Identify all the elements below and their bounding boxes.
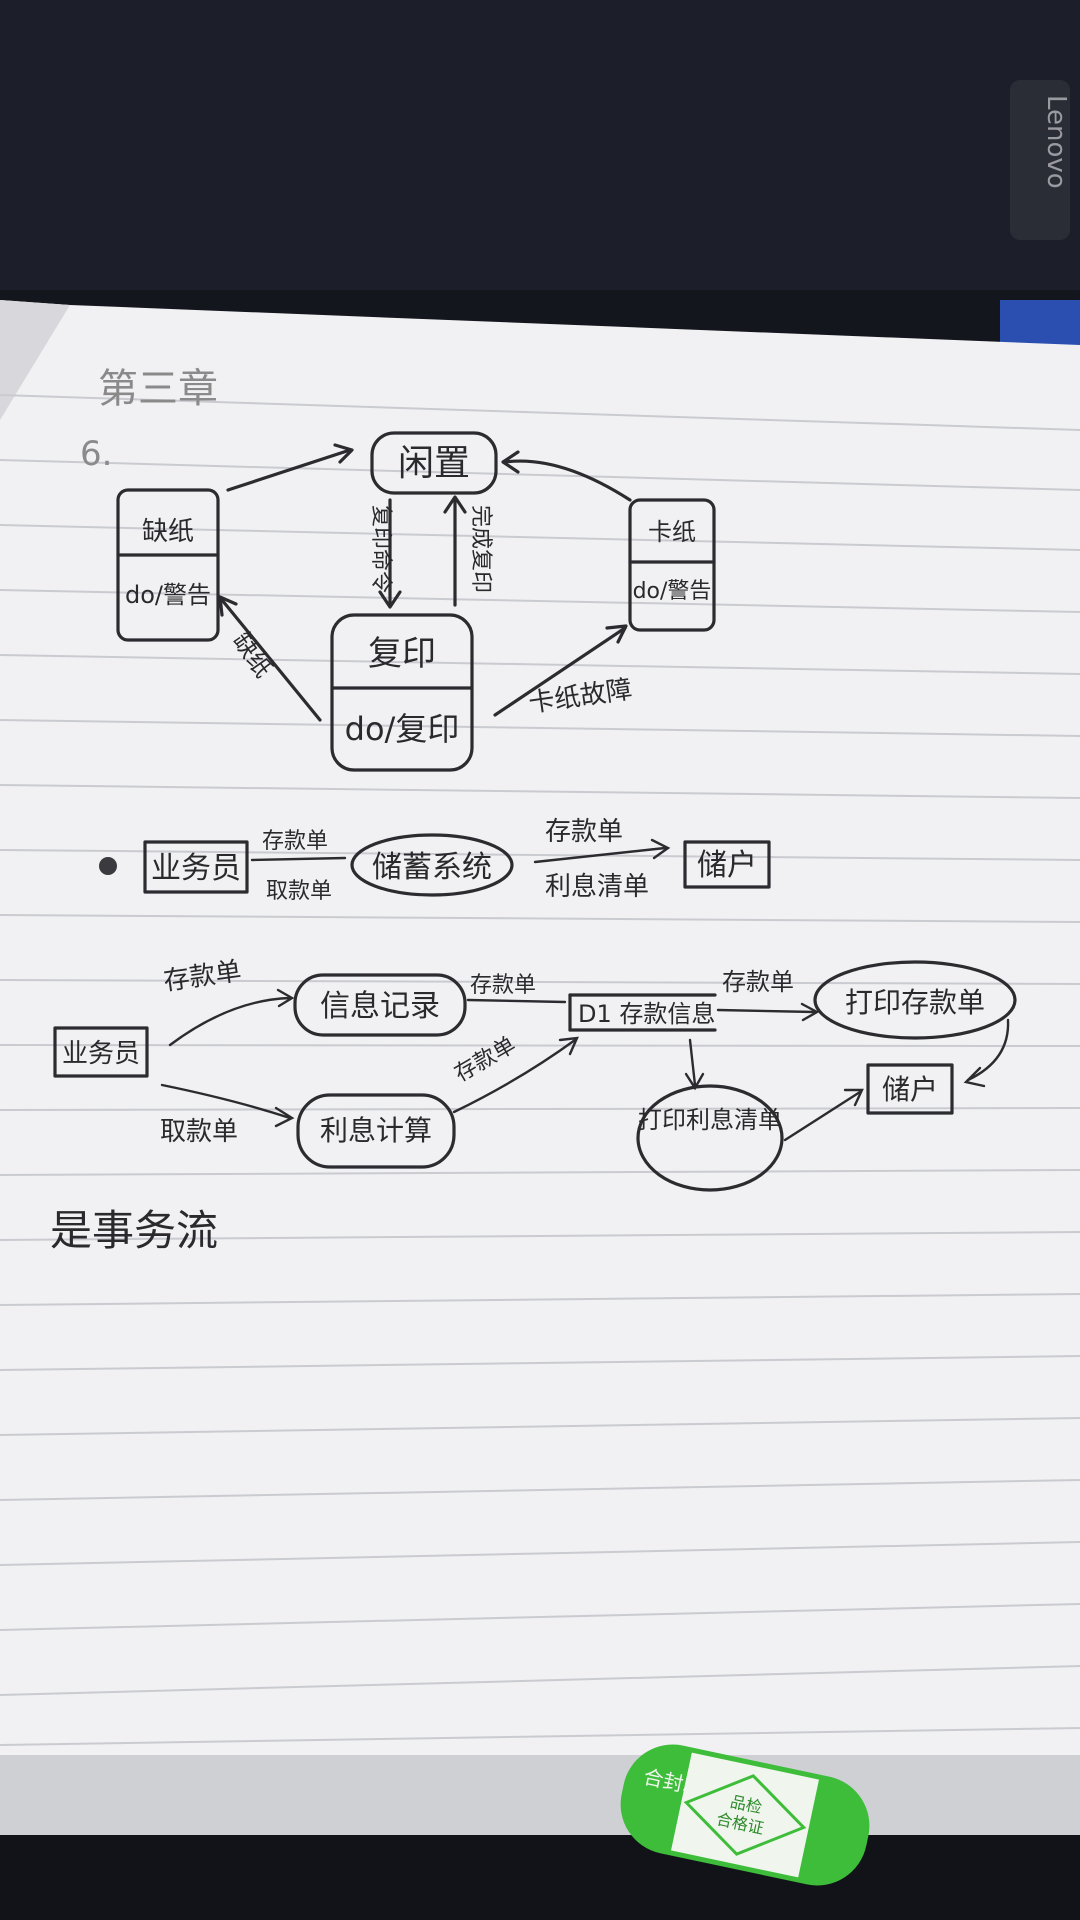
context-clerk-box: [143, 840, 249, 894]
context-depositor-label: 储户: [697, 848, 757, 883]
flow-diagram: 业务员 信息记录 利息计算 D1 存款信息 打印存款单 打印利息清单 储户 存款…: [53, 956, 1017, 1192]
page-bottom-edge: [0, 1755, 1080, 1835]
context-input-deposit: 存款单: [262, 829, 328, 854]
arrow-system-depositor: [533, 846, 667, 864]
state-paper-jam: [628, 498, 716, 632]
state-copying: [330, 613, 474, 772]
ruled-lines: [0, 394, 1080, 1746]
flow-print-deposit-process: [813, 960, 1017, 1040]
arrow-copying-outofpaper: [220, 598, 322, 722]
flow-interest-calc-label: 利息计算: [320, 1114, 432, 1147]
flow-record-process: [293, 973, 467, 1037]
page-curl: [0, 300, 70, 420]
flow-depositor-box: [866, 1063, 954, 1115]
context-input-withdraw: 取款单: [266, 879, 332, 904]
footer-note: 是事务流: [50, 1206, 218, 1255]
flow-print-interest-process: [636, 1084, 784, 1192]
context-system-ellipse: [350, 833, 514, 897]
context-output-interest: 利息清单: [545, 872, 649, 902]
flow-clerk-box: [53, 1026, 149, 1078]
bullet-mark: [99, 857, 117, 875]
flow-label-store-print: 存款单: [722, 968, 794, 996]
context-system-label: 储蓄系统: [372, 850, 492, 885]
flow-record-store: [466, 998, 567, 1004]
transition-copy-command: 复印命令: [368, 505, 393, 593]
flow-store-label: D1 存款信息: [578, 1000, 715, 1028]
notebook-cover: [0, 0, 1080, 290]
flow-print-deposit-depositor: [966, 1018, 1010, 1082]
state-copying-name: 复印: [368, 634, 436, 674]
arrow-copying-jam: [493, 626, 627, 717]
state-paper-jam-action: do/警告: [633, 579, 712, 604]
flow-clerk-calc: [160, 1083, 292, 1120]
state-paper-jam-name: 卡纸: [648, 518, 696, 546]
arrow-jam-idle: [503, 459, 632, 502]
state-out-of-paper-action: do/警告: [125, 581, 211, 609]
flow-calc-store: [452, 1038, 577, 1114]
paper-page: [0, 300, 1080, 1760]
context-output-deposit: 存款单: [545, 817, 623, 847]
state-out-of-paper-name: 缺纸: [142, 517, 194, 547]
flow-depositor-label: 储户: [882, 1073, 938, 1106]
context-clerk-label: 业务员: [151, 851, 241, 886]
state-copying-action: do/复印: [345, 710, 460, 748]
flow-store-print-interest: [688, 1038, 697, 1087]
state-idle: [370, 431, 498, 495]
flow-print-interest-depositor: [783, 1090, 862, 1142]
state-out-of-paper: [116, 488, 220, 642]
desk-bottom: [0, 1835, 1080, 1920]
flow-store-print-deposit: [716, 1008, 817, 1014]
state-diagram: 闲置 缺纸 do/警告 卡纸 do/警告 复印 do/复印 复印命令: [116, 431, 716, 772]
lenovo-tag: Lenovo: [1010, 80, 1071, 240]
brand-label: Lenovo: [1041, 95, 1071, 189]
inspection-sticker: 合封印 品检 合格证: [620, 1744, 870, 1886]
state-idle-label: 闲置: [398, 443, 470, 484]
arrow-outofpaper-idle: [226, 448, 352, 492]
flow-interest-calc-process: [296, 1093, 456, 1169]
flow-label-withdraw-in: 取款单: [160, 1117, 238, 1147]
transition-copy-command-label: 复印命令: [368, 505, 393, 593]
arrow-clerk-system: [250, 856, 347, 862]
transition-copy-done-label: 完成复印: [468, 505, 493, 593]
context-depositor-box: [683, 840, 771, 889]
flow-clerk-record: [168, 996, 292, 1047]
flow-print-interest-label: 打印利息清单: [638, 1106, 782, 1134]
flow-clerk-label: 业务员: [62, 1039, 140, 1069]
question-number: 6.: [80, 434, 112, 474]
transition-copy-done: 完成复印: [468, 505, 493, 593]
flow-print-deposit-label: 打印存款单: [845, 986, 985, 1019]
context-diagram: 业务员 储蓄系统 储户 存款单 取款单 存款单 利息清单: [99, 817, 771, 904]
flow-label-record-store: 存款单: [470, 973, 536, 998]
flow-record-label: 信息记录: [320, 989, 440, 1024]
chapter-heading: 第三章: [98, 366, 218, 412]
